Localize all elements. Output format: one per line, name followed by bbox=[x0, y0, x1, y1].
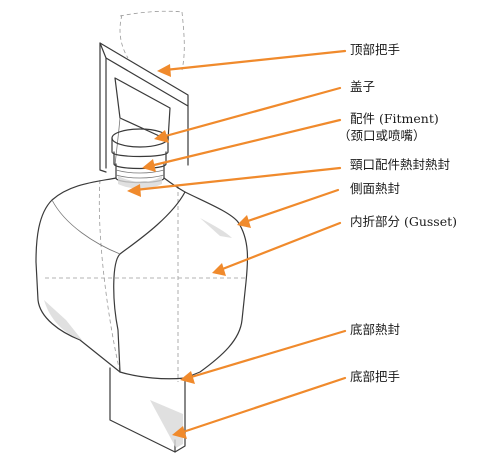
hand-outline bbox=[45, 10, 245, 382]
arrow-top-handle bbox=[157, 49, 347, 77]
label-top-handle: 顶部把手 bbox=[350, 42, 401, 57]
top-handle-shape bbox=[99, 42, 189, 173]
label-bottom-seal: 底部熱封 bbox=[350, 322, 401, 337]
arrow-cap bbox=[154, 86, 342, 143]
arrow-bottom-seal bbox=[180, 329, 347, 384]
arrow-side-seal bbox=[237, 188, 340, 228]
label-gusset: 内折部分 (Gusset) bbox=[350, 214, 458, 229]
arrow-gusset bbox=[212, 221, 342, 276]
arrow-fitment bbox=[142, 118, 342, 172]
label-side-seal: 側面熱封 bbox=[350, 181, 401, 196]
label-neck-fitment-seal: 頸口配件熱封熱封 bbox=[350, 157, 451, 172]
label-fitment-sub: （颈口或喷嘴） bbox=[338, 128, 426, 143]
arrow-neck-seal bbox=[127, 166, 342, 197]
label-bottom-handle: 底部把手 bbox=[350, 369, 401, 384]
label-fitment: 配件 (Fitment) bbox=[350, 111, 439, 126]
bottom-handle-shape bbox=[109, 367, 186, 453]
arrow-bottom-handle bbox=[172, 376, 347, 439]
label-cap: 盖子 bbox=[350, 79, 376, 94]
